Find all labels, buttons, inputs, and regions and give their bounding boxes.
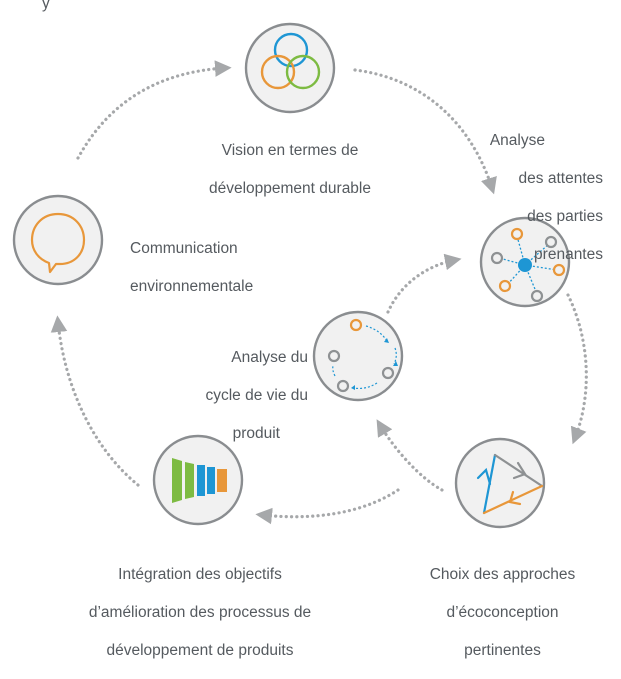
speech-bubble-icon — [30, 212, 86, 274]
label-vision-line-1: Vision en termes de — [221, 142, 359, 159]
eco-design-cycle-diagram — [12, 22, 588, 529]
label-integration-line-3: développement de produits — [106, 642, 294, 659]
node-circle-lifecycle — [312, 310, 404, 402]
label-communication-line-1: Communication — [130, 240, 238, 257]
arrow-lifecycle-to-stakeholders — [386, 253, 462, 314]
label-integration-line-1: Intégration des objectifs — [118, 566, 282, 583]
label-communication-line-2: environnementale — [130, 278, 254, 295]
stakeholder-network-icon — [490, 227, 566, 303]
node-circle-vision — [244, 22, 336, 114]
node-circle-communication — [12, 194, 104, 286]
lifecycle-loop-icon — [327, 318, 398, 393]
label-stakeholders-line-4: prenantes — [534, 246, 603, 263]
arrow-integration-to-communication — [50, 315, 140, 487]
label-stakeholders-line-2: des attentes — [518, 170, 603, 187]
node-circle-approaches — [454, 437, 546, 529]
label-approaches-line-1: Choix des approches — [429, 566, 576, 583]
label-approaches-line-2: d’écoconception — [446, 604, 559, 621]
label-stakeholders: Analyse des attentes des parties prenant… — [470, 112, 603, 283]
label-lifecycle: Analyse du cycle de vie du produit — [160, 329, 308, 462]
process-funnel-icon — [172, 458, 227, 503]
arrow-stakeholders-to-approaches — [566, 293, 588, 445]
label-communication: Communication environnementale — [130, 220, 300, 315]
arrow-approaches-to-lifecycle — [376, 419, 444, 492]
label-lifecycle-line-1: Analyse du — [231, 349, 308, 366]
label-stakeholders-line-3: des parties — [527, 208, 603, 225]
arrow-communication-to-vision — [76, 60, 232, 160]
arrow-approaches-to-integration — [255, 488, 400, 525]
label-vision-line-2: développement durable — [208, 180, 371, 197]
label-lifecycle-line-2: cycle de vie du — [205, 387, 308, 404]
header-fragment-text: y — [42, 0, 50, 12]
eco-design-arrows-icon — [476, 453, 544, 515]
label-integration: Intégration des objectifs d’amélioration… — [55, 546, 345, 679]
label-lifecycle-line-3: produit — [232, 425, 280, 442]
label-approaches: Choix des approches d’écoconception pert… — [400, 546, 605, 679]
label-approaches-line-3: pertinentes — [464, 642, 541, 659]
three-overlapping-circles-icon — [260, 32, 321, 90]
label-integration-line-2: d’amélioration des processus de — [88, 604, 312, 621]
label-stakeholders-line-1: Analyse — [489, 132, 545, 149]
header-text-fragment: y — [42, 0, 50, 13]
label-vision: Vision en termes de développement durabl… — [190, 122, 390, 217]
